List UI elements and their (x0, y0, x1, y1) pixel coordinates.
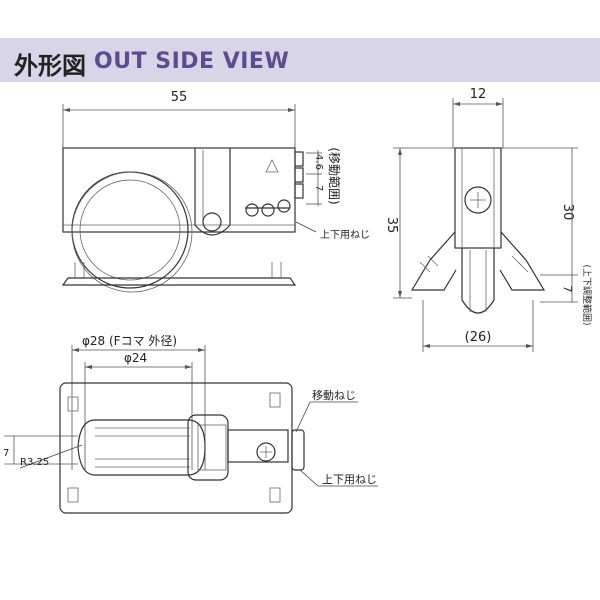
side-wing-right (499, 231, 546, 291)
front-view: 55 4.6 7 (移動範囲) (61, 90, 370, 293)
dim-label-55: 55 (171, 90, 188, 105)
side-wing-left (410, 231, 457, 291)
bracket-hole (202, 212, 222, 232)
top-wheel (77, 419, 206, 476)
header-title-en: OUT SIDE VIEW (94, 49, 290, 74)
vertical-screw-head (291, 429, 305, 471)
screw-icon (261, 203, 275, 217)
top-base-plate (59, 382, 293, 514)
range-label: (移動範囲) (327, 147, 342, 204)
top-view: φ28 (Fコマ 外径) φ24 7 R3.25 (3, 334, 378, 514)
side-body (454, 147, 502, 249)
move-screw-label: 移動ねじ (312, 388, 356, 402)
side-wheel (461, 248, 495, 314)
dim-label-30: 30 (560, 204, 575, 221)
vertical-screw-label: 上下用ねじ (322, 473, 377, 486)
dim-label-26: (26) (465, 330, 492, 345)
radius-label: R3.25 (20, 457, 49, 468)
dim-label-35: 35 (384, 217, 399, 234)
adjust-range-label: (上下調整範囲) (581, 264, 593, 325)
dim-label-adjust-7: 7 (561, 286, 574, 293)
side-screw-head (464, 186, 492, 214)
cross-screw-icon (470, 192, 486, 208)
dim-label-top-7: 7 (3, 448, 9, 459)
front-bracket (194, 148, 231, 236)
dim-label-4-6: 4.6 (313, 154, 324, 170)
arrow-up-icon (265, 159, 279, 173)
screw-icon (245, 203, 259, 217)
header-banner (0, 38, 600, 82)
dim-label-12: 12 (470, 87, 487, 102)
dim-label-7: 7 (313, 185, 324, 191)
screw-icon (277, 199, 291, 213)
front-screw-label: 上下用ねじ (320, 229, 370, 241)
move-screw-icon (256, 442, 276, 462)
front-base-plate (61, 277, 297, 286)
dim-label-phi24: φ24 (124, 351, 147, 365)
header-title-jp: 外形図 (14, 52, 86, 80)
dim-label-phi28: φ28 (Fコマ 外径) (82, 334, 177, 348)
side-view: 12 35 30 7 (上下調整範囲) (384, 87, 593, 352)
